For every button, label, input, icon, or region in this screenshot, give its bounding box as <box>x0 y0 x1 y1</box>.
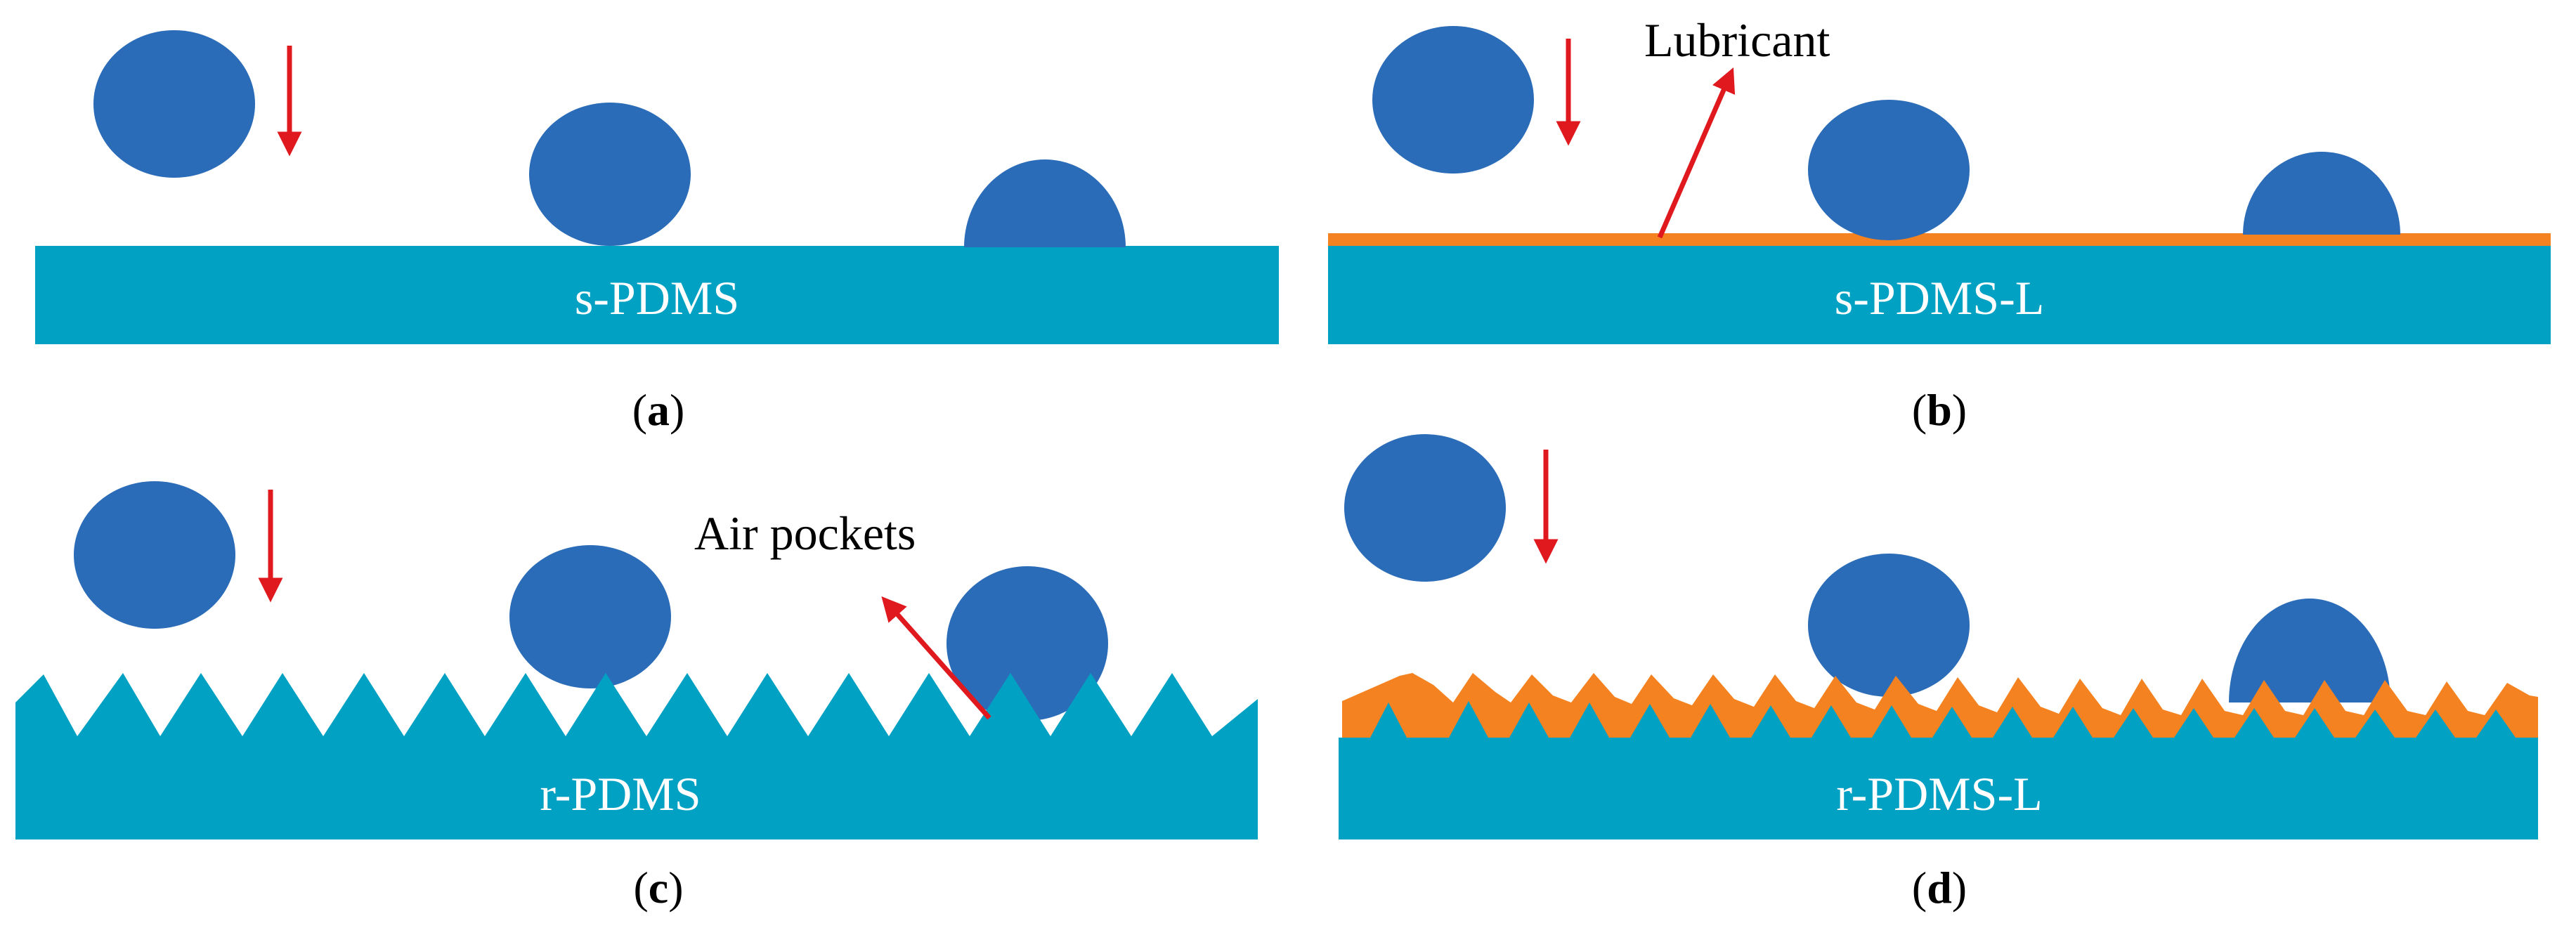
panel-caption: (b) <box>1912 385 1967 435</box>
panel-caption: (d) <box>1912 863 1967 913</box>
panel-a: s-PDMS (a) <box>35 30 1279 435</box>
substrate-label: r-PDMS <box>540 767 701 821</box>
droplet-spread <box>964 159 1126 247</box>
panel-caption: (a) <box>632 385 685 435</box>
droplet-sitting <box>1808 100 1970 240</box>
droplet-spread <box>2243 152 2400 235</box>
droplet-sitting <box>509 545 671 688</box>
panel-b: Lubricant s-PDMS-L (b) <box>1328 13 2551 435</box>
caption-letter: a <box>647 385 670 435</box>
panel-c: Air pockets r-PDMS (c) <box>15 481 1258 913</box>
caption-letter: b <box>1927 385 1952 435</box>
lubricant-pointer-arrow <box>1660 79 1729 237</box>
droplet-falling <box>74 481 235 629</box>
lubricant-layer <box>1328 233 2551 246</box>
substrate-label: s-PDMS-L <box>1835 271 2045 325</box>
air-pockets-annotation: Air pockets <box>694 507 916 560</box>
droplet-spread <box>2229 599 2390 702</box>
panel-caption: (c) <box>633 863 683 913</box>
substrate-label: s-PDMS <box>575 271 739 325</box>
caption-letter: d <box>1927 863 1952 913</box>
panel-d: r-PDMS-L (d) <box>1339 434 2538 913</box>
droplet-falling <box>1344 434 1506 582</box>
droplet-sitting <box>529 103 691 246</box>
caption-letter: c <box>649 863 668 913</box>
droplet-falling <box>1372 26 1534 174</box>
droplet-falling <box>93 30 255 178</box>
lubricant-annotation: Lubricant <box>1644 13 1830 67</box>
droplet-sitting <box>1808 554 1970 697</box>
substrate-label: r-PDMS-L <box>1836 767 2042 821</box>
